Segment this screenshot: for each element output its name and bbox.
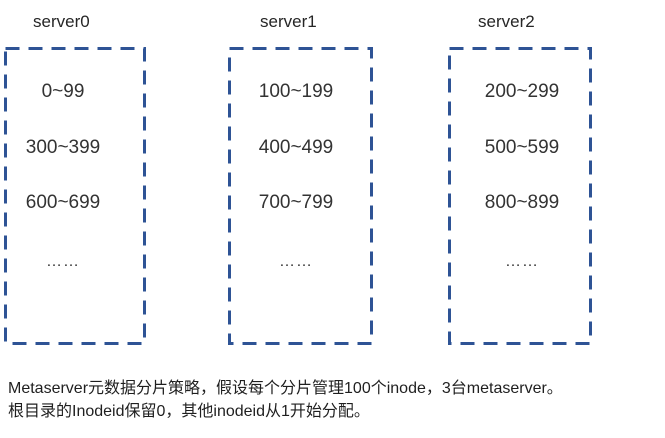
shard-range: 300~399 [25,137,101,158]
server2-box [448,47,592,345]
shard-range: 0~99 [41,81,85,102]
caption: Metaserver元数据分片策略，假设每个分片管理100个inode，3台me… [8,377,663,423]
caption-line-2: 根目录的Inodeid保留0，其他inodeid从1开始分配。 [8,403,370,420]
shard-ellipsis: …… [46,253,80,270]
shard-range: 800~899 [484,192,560,213]
server0-label: server0 [33,12,90,31]
server0-shard-list: 0~99 300~399 600~699 …… [0,47,128,345]
server0-box [4,47,146,345]
shard-range: 400~499 [258,137,334,158]
server1-label: server1 [260,12,317,31]
shard-range: 500~599 [484,137,560,158]
server1-box [228,47,373,345]
server1-shard-list: 100~199 400~499 700~799 …… [231,47,361,345]
shard-range: 200~299 [484,81,560,102]
server2-label: server2 [478,12,535,31]
caption-line-1: Metaserver元数据分片策略，假设每个分片管理100个inode，3台me… [8,380,563,397]
shard-range: 600~699 [25,192,101,213]
server2-shard-list: 200~299 500~599 800~899 …… [457,47,587,345]
shard-ellipsis: …… [279,253,313,270]
shard-ellipsis: …… [505,253,539,270]
shard-range: 100~199 [258,81,334,102]
shard-range: 700~799 [258,192,334,213]
